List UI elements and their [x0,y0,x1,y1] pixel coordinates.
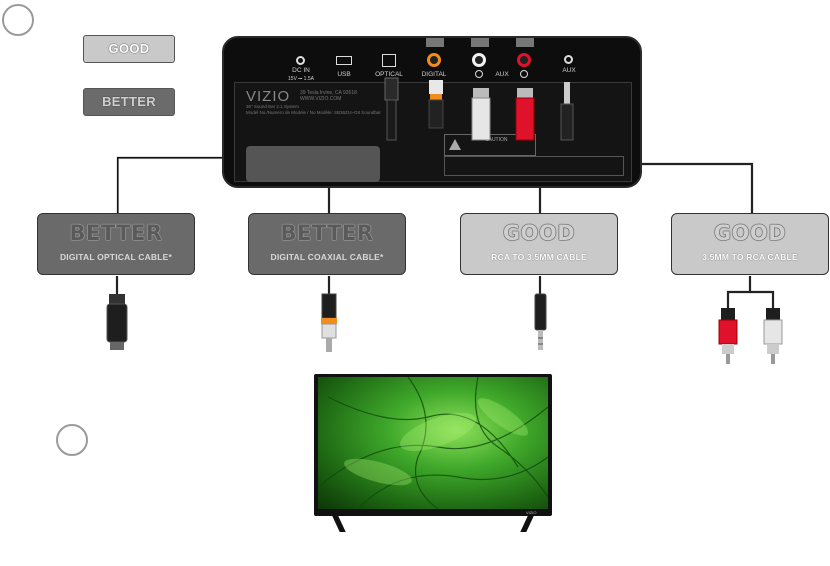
tv-leaf-image [318,377,548,509]
red-rca-plug-in-panel [515,88,535,141]
panel-brand-logo: VIZIO [246,88,291,105]
dc-in-sublabel: 15V ⎓ 1.5A [288,76,314,82]
legend-better-badge: BETTER [83,88,175,116]
cable-description: DIGITAL OPTICAL CABLE* [59,252,173,262]
tv-right-leg [520,516,534,532]
cable-description: DIGITAL COAXIAL CABLE* [270,252,384,262]
step-2-circle [56,424,88,456]
optical-connector-icon [106,294,128,350]
aux-35mm-port-icon [564,55,573,64]
white-rca-plug-in-panel [471,88,491,141]
aux-l-marker [475,70,483,78]
coax-plug-in-panel [428,80,444,129]
aux-35mm-label: AUX [562,67,576,74]
panel-tab-digital [426,38,444,47]
dc-in-port-icon [296,56,305,65]
digital-coax-port-icon [427,53,441,67]
aux-35mm-connector-icon [534,293,547,350]
aux-r-marker [520,70,528,78]
panel-model-line2: Model No./Numero de Modele / No Modèle: … [246,110,381,115]
dc-in-label: DC IN [292,67,310,74]
white-rca-connector-icon [763,308,783,364]
digital-label: DIGITAL [421,71,447,78]
cable-card-35mm-to-rca: GOOD 3.5MM TO RCA CABLE [671,213,829,275]
optical-port-icon [382,54,396,67]
cable-description: 3.5MM TO RCA CABLE [702,252,798,262]
tv-brand-logo: VIZIO [526,510,537,515]
cable-card-coaxial: BETTER DIGITAL COAXIAL CABLE* [248,213,406,275]
cable-rating: GOOD [713,221,787,245]
optical-label: OPTICAL [375,71,403,78]
tv-screen [318,377,548,509]
aux-l-port-icon [472,53,486,67]
legend-good-badge: GOOD [83,35,175,63]
cable-card-optical: BETTER DIGITAL OPTICAL CABLE* [37,213,195,275]
tv: VIZIO [314,374,552,532]
caution-text: CAUTION [485,137,508,143]
usb-label: USB [337,71,351,78]
panel-sticker [246,146,380,182]
panel-bottom-label [444,156,624,176]
cable-rating: GOOD [502,221,576,245]
step-1-circle [2,4,34,36]
optical-plug-in-panel [384,77,399,141]
panel-model-line1: 36" Sound Bar 2.1 System [246,104,299,109]
cable-description: RCA TO 3.5MM CABLE [491,252,587,262]
red-rca-connector-icon [718,308,738,364]
aux-r-port-icon [517,53,531,67]
aux-rca-label: AUX [495,71,509,78]
panel-tab-aux-r [516,38,534,47]
cable-card-rca-to-35mm: GOOD RCA TO 3.5MM CABLE [460,213,618,275]
panel-address-line2: WWW.VIZIO.COM [300,96,342,102]
cable-rating: BETTER [69,221,163,245]
usb-port-icon [336,56,352,65]
tv-left-leg [332,516,346,532]
warning-triangle-icon [449,139,461,150]
coaxial-connector-icon [321,293,337,352]
aux-35mm-plug-in-panel [560,82,574,141]
panel-address-line1: 39 Tesla Irvine, CA 92618 [300,90,357,96]
panel-tab-aux-l [471,38,489,47]
cable-rating: BETTER [280,221,374,245]
